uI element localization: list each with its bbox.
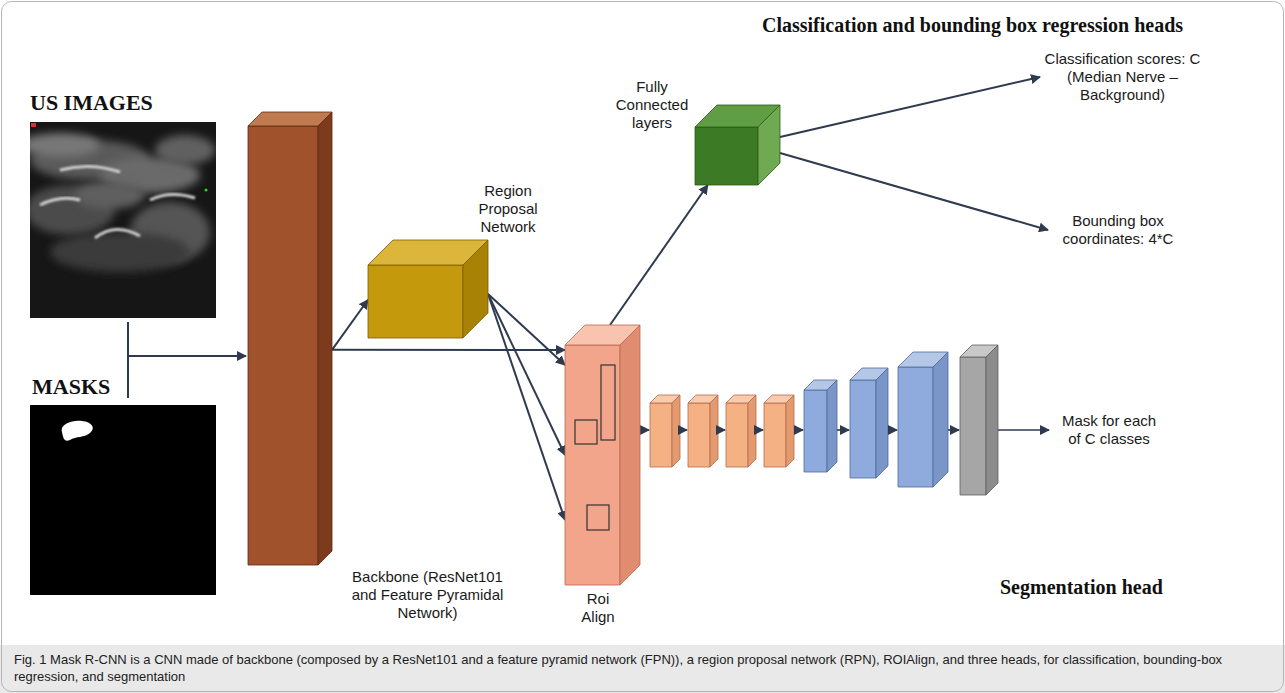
- tissue-texture: [155, 135, 215, 165]
- node-label: Fully Connected layers: [612, 78, 692, 132]
- block-shape: [248, 112, 332, 565]
- layer-arrow: [718, 429, 725, 431]
- rpn-block: Region Proposal Network: [368, 240, 488, 338]
- node-label: Roi Align: [573, 590, 623, 626]
- block-cuboid: [368, 240, 488, 338]
- block-shape: [565, 325, 640, 585]
- layer-arrow: [794, 429, 803, 431]
- segmentation-head: [640, 345, 1049, 495]
- node-label: Backbone (ResNet101 and Feature Pyramida…: [340, 568, 515, 622]
- conv-layer-block: [960, 345, 998, 495]
- layer-arrow: [837, 429, 849, 431]
- section-heading: Classification and bounding box regressi…: [762, 14, 1183, 37]
- image-marker: [205, 189, 208, 192]
- layer-arrow: [680, 429, 687, 431]
- box-front: [688, 403, 710, 467]
- bright-echo: [95, 229, 140, 238]
- bright-echo: [60, 166, 120, 172]
- box-front: [368, 265, 463, 338]
- box-front: [650, 403, 672, 467]
- flow-arrow: [780, 77, 1040, 137]
- box-side: [463, 240, 488, 338]
- roi-align-block: Roi Align: [565, 325, 640, 585]
- flow-arrow: [488, 294, 565, 520]
- conv-layer-block: [688, 395, 718, 467]
- bright-echo: [40, 198, 80, 205]
- input-heading: US IMAGES: [30, 90, 153, 116]
- backbone-block: Backbone (ResNet101 and Feature Pyramida…: [248, 112, 332, 565]
- figure-caption: Fig. 1 Mask R-CNN is a CNN made of backb…: [14, 651, 1269, 685]
- region-of-interest: [575, 420, 597, 444]
- box-front: [695, 127, 758, 185]
- region-of-interest: [601, 365, 615, 440]
- box-front: [248, 126, 318, 565]
- box-side: [933, 352, 948, 487]
- box-side: [758, 105, 780, 185]
- layer-arrow: [756, 429, 763, 431]
- tissue-texture: [50, 232, 190, 272]
- block-cuboid: [565, 325, 640, 585]
- tissue-texture: [75, 181, 145, 209]
- flow-arrow: [332, 300, 368, 350]
- box-side: [748, 395, 756, 467]
- conv-layer-block: [726, 395, 756, 467]
- box-top: [248, 112, 332, 126]
- ultrasound-image: [30, 122, 216, 318]
- box-side: [620, 325, 640, 585]
- conv-layer-block: [650, 395, 680, 467]
- output-label: Classification scores: C (Median Nerve –…: [1040, 50, 1205, 104]
- fully-connected-block: Fully Connected layers: [695, 105, 780, 185]
- box-side: [786, 395, 794, 467]
- box-side: [318, 112, 332, 565]
- box-side: [710, 395, 718, 467]
- block-shape: [368, 240, 488, 338]
- node-label: Region Proposal Network: [468, 182, 548, 236]
- node-label: Classification scores: C (Median Nerve –…: [1040, 50, 1205, 104]
- layer-arrow: [948, 429, 959, 431]
- mask-blob: [62, 421, 93, 441]
- conv-layer-block: [804, 380, 837, 472]
- mask-image: [30, 405, 216, 595]
- node-label: Mask for each of C classes: [1055, 412, 1163, 448]
- flow-arrow: [780, 153, 1048, 230]
- box-front: [764, 403, 786, 467]
- block-shape: [695, 105, 780, 185]
- input-bracket: [127, 322, 129, 398]
- caption-band: [0, 645, 1285, 693]
- flow-arrow: [488, 294, 565, 455]
- conv-layer-block: [764, 395, 794, 467]
- box-side: [672, 395, 680, 467]
- bright-echo: [150, 194, 195, 200]
- output-label: Mask for each of C classes: [1055, 412, 1163, 448]
- block-cuboid: [248, 112, 332, 565]
- layer-arrow: [888, 429, 897, 431]
- box-side: [827, 380, 837, 472]
- box-front: [726, 403, 748, 467]
- section-heading: Segmentation head: [1000, 576, 1163, 599]
- box-side: [876, 368, 888, 478]
- box-front: [960, 357, 986, 495]
- tissue-texture: [30, 133, 100, 157]
- input-arrow: [128, 355, 246, 357]
- input-heading: MASKS: [32, 374, 110, 400]
- layer-arrow: [640, 429, 649, 431]
- box-front: [804, 390, 827, 472]
- image-marker: [31, 123, 36, 127]
- flow-arrow: [610, 185, 708, 325]
- flow-arrow: [332, 349, 565, 351]
- node-label: Bounding box coordinates: 4*C: [1048, 212, 1188, 248]
- output-label: Bounding box coordinates: 4*C: [1048, 212, 1188, 248]
- region-of-interest: [587, 505, 609, 530]
- layer-arrow: [998, 429, 1049, 431]
- block-cuboid: [695, 105, 780, 185]
- box-side: [986, 345, 998, 495]
- box-front: [565, 345, 620, 585]
- box-front: [898, 367, 933, 487]
- box-front: [850, 380, 876, 478]
- conv-layer-block: [850, 368, 888, 478]
- conv-layer-block: [898, 352, 948, 487]
